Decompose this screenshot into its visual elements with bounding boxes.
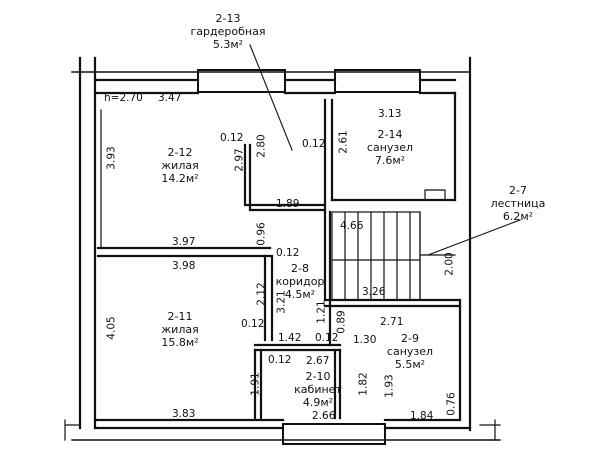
dim-3-21: 3.21 (275, 290, 288, 314)
bottom-left-mark (64, 419, 81, 441)
dim-1-91: 1.91 (249, 372, 262, 396)
ventilation-block (424, 189, 446, 201)
wall-10-top (253, 343, 342, 352)
dim-2-97: 2.97 (233, 148, 246, 172)
dim-3-98: 3.98 (172, 260, 196, 272)
dim-2-66: 2.66 (312, 410, 336, 422)
room-code: 2-7 (509, 184, 527, 197)
dim-2-67: 2.67 (306, 355, 330, 367)
room-code: 2-9 (401, 332, 419, 345)
staircase (331, 211, 456, 301)
room-2-7-label: 2-7 лестница 6.2м² (478, 184, 558, 223)
dim-0-89: 0.89 (335, 310, 348, 334)
dim-1-42: 1.42 (278, 332, 302, 344)
room-code: 2-8 (291, 262, 309, 275)
room-name: жилая (161, 159, 199, 172)
room-area: 5.5м² (394, 358, 426, 371)
window-top-2 (334, 69, 421, 93)
window-top-1 (197, 69, 286, 93)
dim-2-71: 2.71 (380, 316, 404, 328)
room-area: 6.2м² (502, 210, 534, 223)
room-2-12-label: 2-12 жилая 14.2м² (140, 146, 220, 185)
dim-0-12-c: 0.12 (276, 247, 300, 259)
room-area: 15.8м² (161, 336, 199, 349)
wall-10-right (333, 348, 342, 420)
outer-wall-left (78, 56, 97, 430)
dim-2-00: 2.00 (443, 252, 456, 276)
room-code: 2-11 (167, 310, 193, 323)
dim-3-97: 3.97 (172, 236, 196, 248)
dim-3-13: 3.13 (378, 108, 402, 120)
dim-1-21: 1.21 (315, 300, 328, 324)
dim-0-12-b: 0.12 (302, 138, 326, 150)
dim-0-12-d: 0.12 (241, 318, 265, 330)
dim-0-96: 0.96 (255, 222, 268, 246)
room-2-10-label: 2-10 кабинет 4.9м² (282, 370, 354, 409)
dim-3-26: 3.26 (362, 286, 386, 298)
wall-corridor-left (263, 254, 274, 342)
dim-height: h=2.70 (104, 92, 143, 104)
outer-wall-top (93, 78, 457, 95)
dim-3-47: 3.47 (158, 92, 182, 104)
dim-0-12-a: 0.12 (220, 132, 244, 144)
dim-1-30: 1.30 (353, 334, 377, 346)
room-2-13-label: 2-13 гардеробная 5.3м² (182, 12, 274, 51)
room-2-11-label: 2-11 жилая 15.8м² (140, 310, 220, 349)
dim-0-12-f: 0.12 (268, 354, 292, 366)
dim-2-12: 2.12 (255, 282, 268, 306)
room-code: 2-12 (167, 146, 193, 159)
room-code: 2-10 (305, 370, 331, 383)
room-name: гардеробная (190, 25, 266, 38)
right-mark (479, 419, 501, 441)
dim-1-93: 1.93 (383, 374, 396, 398)
room-name: кабинет (294, 383, 342, 396)
room-area: 4.9м² (302, 396, 334, 409)
dim-1-89: 1.89 (276, 198, 300, 210)
dim-2-80: 2.80 (255, 134, 268, 158)
dim-1-84: 1.84 (410, 410, 434, 422)
outer-wall-bottom (93, 418, 472, 430)
wall-bath14-left (323, 98, 334, 214)
room-area: 7.6м² (374, 154, 406, 167)
room-name: коридор (275, 275, 325, 288)
wall-12-11 (96, 246, 272, 258)
room-name: санузел (386, 345, 434, 358)
room-code: 2-14 (377, 128, 403, 141)
room-2-9-label: 2-9 санузел 5.5м² (370, 332, 450, 371)
room-2-8-label: 2-8 коридор 4.5м² (270, 262, 330, 301)
leader-2-7 (427, 219, 521, 256)
room-2-14-label: 2-14 санузел 7.6м² (350, 128, 430, 167)
wall-stairs-left (323, 210, 332, 302)
room-area: 14.2м² (161, 172, 199, 185)
dim-0-12-e: 0.12 (315, 332, 339, 344)
room-name: лестница (490, 197, 546, 210)
room-area: 4.5м² (284, 288, 316, 301)
dim-2-61: 2.61 (337, 130, 350, 154)
room-name: санузел (366, 141, 414, 154)
dim-4-66: 4.66 (340, 220, 364, 232)
wall-10-left (253, 348, 263, 420)
wall-wardrobe-left (243, 143, 327, 212)
dim-3-83: 3.83 (172, 408, 196, 420)
window-bottom (282, 423, 386, 445)
wall-9-top (323, 298, 462, 308)
dim-4-05: 4.05 (105, 316, 118, 340)
dim-0-76: 0.76 (445, 392, 458, 416)
room-name: жилая (161, 323, 199, 336)
dim-1-82: 1.82 (357, 372, 370, 396)
dim-3-93: 3.93 (105, 146, 118, 170)
room-area: 5.3м² (212, 38, 244, 51)
room-code: 2-13 (215, 12, 241, 25)
leader-2-13 (249, 44, 293, 151)
outer-wall-right (453, 56, 472, 432)
